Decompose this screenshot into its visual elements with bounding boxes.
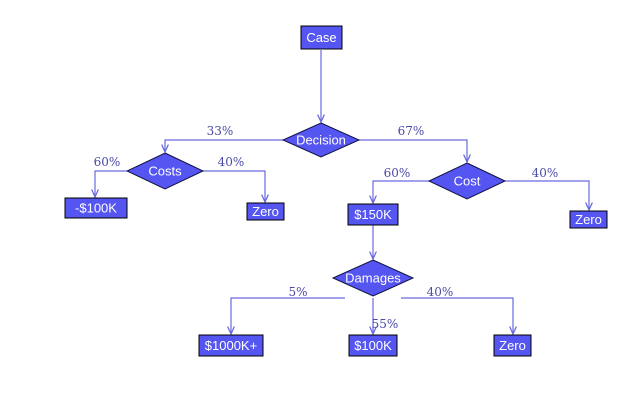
node-damages-1000k[interactable]: $1000K+ — [198, 334, 264, 357]
edge-label-damages-40: 40% — [427, 285, 454, 299]
node-damages-1000k-label: $1000K+ — [205, 338, 257, 353]
edge-decision-to-costs — [165, 139, 283, 152]
node-case-label: Case — [306, 30, 336, 45]
edge-label-33: 33% — [207, 124, 234, 138]
edge-label-damages-55: 55% — [372, 317, 399, 331]
node-loss-100k[interactable]: -$100K — [64, 197, 128, 219]
node-costs-label: Costs — [148, 164, 182, 179]
node-zero-costs[interactable]: Zero — [246, 202, 285, 221]
node-damages-label: Damages — [345, 271, 401, 286]
node-cost[interactable]: Cost — [427, 162, 507, 200]
node-decision-label: Decision — [296, 133, 346, 148]
node-damages-100k-label: $100K — [354, 338, 392, 353]
node-loss-100k-label: -$100K — [75, 201, 117, 216]
edges — [95, 50, 589, 334]
edge-damages-to-zero — [401, 297, 513, 334]
edge-label-cost-40: 40% — [532, 166, 559, 180]
node-decision[interactable]: Decision — [281, 122, 361, 158]
node-damages[interactable]: Damages — [331, 259, 415, 297]
edge-cost-to-150k — [373, 180, 429, 203]
node-gain-150k[interactable]: $150K — [347, 203, 399, 226]
node-damages-zero-label: Zero — [499, 338, 526, 353]
edge-cost-to-zero — [505, 180, 589, 210]
edge-costs-to-zero — [203, 170, 265, 202]
node-zero-costs-label: Zero — [252, 204, 279, 219]
edge-label-cost-60: 60% — [384, 166, 411, 180]
edge-label-damages-5: 5% — [288, 285, 307, 299]
edge-label-costs-40: 40% — [218, 155, 245, 169]
edge-damages-to-1000k — [231, 297, 345, 334]
node-cost-label: Cost — [454, 174, 481, 189]
node-costs[interactable]: Costs — [125, 152, 205, 190]
edge-label-67: 67% — [398, 124, 425, 138]
edge-labels: 33% 67% 60% 40% 60% 40% 5% 55% 40% — [94, 124, 559, 331]
node-zero-cost[interactable]: Zero — [569, 210, 608, 229]
node-damages-zero[interactable]: Zero — [493, 334, 532, 357]
node-zero-cost-label: Zero — [575, 212, 602, 227]
node-case[interactable]: Case — [300, 25, 343, 50]
node-damages-100k[interactable]: $100K — [348, 334, 398, 357]
edge-label-costs-60: 60% — [94, 155, 121, 169]
edge-decision-to-cost — [359, 139, 467, 162]
edge-costs-to-loss — [95, 170, 127, 197]
node-gain-150k-label: $150K — [354, 207, 392, 222]
